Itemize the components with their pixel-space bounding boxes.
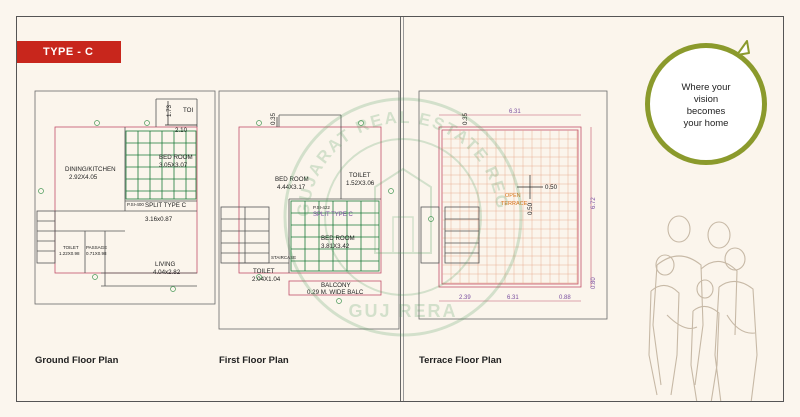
terrace-bottom-right: 0.88 <box>559 295 571 301</box>
terrace-dim-top: 6.31 <box>509 109 521 115</box>
terrace-floor-plan: 6.31 0.35 6.72 0.80 OPEN TERRACE 0.50 0.… <box>418 90 608 320</box>
ground-living-name: LIVING <box>155 261 175 268</box>
terrace-dim-v: 0.35 <box>462 112 469 125</box>
first-bed1-size: 4.44X3.17 <box>277 184 306 191</box>
first-toilet1-size: 1.52X3.06 <box>346 180 375 187</box>
terrace-bottom-mid: 6.31 <box>507 295 519 301</box>
ground-bed-size: 3.05X3.07 <box>159 162 188 169</box>
tagline-line-2: vision <box>693 94 719 105</box>
terrace-center-h: 0.50 <box>545 184 558 191</box>
terrace-center-v: 0.50 <box>527 202 534 215</box>
first-split-name: SPLIT TYPE C <box>313 212 353 218</box>
ground-dim-height: 1.73 <box>166 104 173 117</box>
terrace-dim-right2: 0.80 <box>591 277 597 289</box>
tagline-text: Where your vision becomes your home <box>650 82 762 130</box>
first-floor-caption: First Floor Plan <box>219 355 289 366</box>
terrace-terrace-label: TERRACE <box>501 201 528 207</box>
page-fold-shadow <box>403 17 404 401</box>
ground-dim-width: 2.10 <box>175 127 188 134</box>
ground-dining-name: DINING/KITCHEN <box>65 166 116 173</box>
ground-bed-name: BED ROOM <box>159 154 193 161</box>
type-tag: TYPE - C <box>17 41 121 63</box>
first-toilet2-size: 2.04X1.04 <box>252 276 281 283</box>
first-floor-plan: 0.35 BED ROOM 4.44X3.17 TOILET 1.52X3.06… <box>218 90 400 330</box>
tagline-line-1: Where your <box>681 82 731 93</box>
first-toilet1-name: TOILET <box>349 172 371 179</box>
ground-living-size: 4.04x2.82 <box>153 269 181 276</box>
first-toilet2-name: TOILET <box>253 268 275 275</box>
ground-passage-name: PASSAGE <box>86 245 107 250</box>
ground-floor-caption: Ground Floor Plan <box>35 355 119 366</box>
first-dim: 0.35 <box>270 112 277 125</box>
terrace-open-label: OPEN <box>505 193 521 199</box>
first-staircase: STAIRCASE <box>271 255 296 260</box>
ground-toi-label: TOI <box>183 107 193 114</box>
brochure-page: TYPE - C <box>16 16 784 402</box>
terrace-bottom-left: 2.39 <box>459 295 471 301</box>
tagline-line-3: becomes <box>686 106 726 117</box>
tagline-bubble: Where your vision becomes your home <box>645 43 767 165</box>
ground-split-size: 3.16x0.87 <box>145 216 173 223</box>
tagline-line-4: your home <box>683 118 729 129</box>
ground-passage-size: 0.71X0.98 <box>86 251 107 256</box>
ground-marker: P.SI-400 <box>127 202 144 207</box>
first-balcony-note: 0.29 M. WIDE BALC <box>307 289 364 296</box>
page-fold <box>400 17 401 401</box>
ground-dining-size: 2.92X4.05 <box>69 174 98 181</box>
first-balcony-name: BALCONY <box>321 282 351 289</box>
ground-toilet-name: TOILET <box>63 245 79 250</box>
first-bed2-name: BED ROOM <box>321 235 355 242</box>
first-marker: P.SI-422 <box>313 205 330 210</box>
terrace-dim-right: 6.72 <box>591 197 597 209</box>
ground-floor-plan: 1.73 2.10 TOI DINING/KITCHEN 2.92X4.05 B… <box>34 90 216 305</box>
terrace-floor-caption: Terrace Floor Plan <box>419 355 502 366</box>
first-bed2-size: 3.81X3.42 <box>321 243 350 250</box>
family-illustration <box>648 215 758 401</box>
first-bed1-name: BED ROOM <box>275 176 309 183</box>
bubble-tail-icon <box>736 40 750 56</box>
ground-toilet-size: 1.22X0.98 <box>59 251 80 256</box>
ground-split-name: SPLIT TYPE C <box>145 202 187 209</box>
